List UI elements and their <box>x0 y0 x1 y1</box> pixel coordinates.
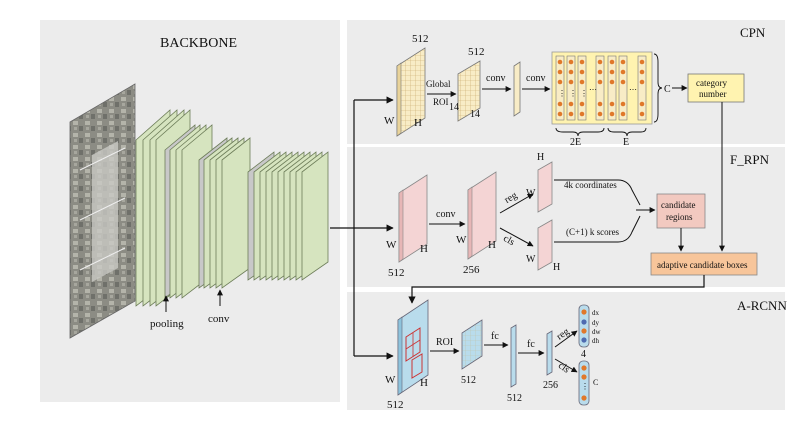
category-number-box <box>687 73 745 103</box>
dx-label: dx <box>592 309 600 317</box>
frpn-h1: H <box>420 243 428 255</box>
backbone-conv-label: conv <box>208 313 230 325</box>
frpn-reg-map <box>537 161 553 213</box>
cpn-conv-label-1: conv <box>486 73 505 84</box>
cpn-title: CPN <box>740 25 766 40</box>
dh-label: dh <box>592 337 600 345</box>
frpn-feature-map-2 <box>467 171 497 260</box>
frpn-dim-512: 512 <box>388 267 405 279</box>
category-label-2: number <box>699 89 727 99</box>
frpn-h3: H <box>537 152 544 163</box>
arcnn-roi-label: ROI <box>436 337 453 348</box>
cpn-roi-map <box>457 60 481 122</box>
arcnn-dim-256: 256 <box>543 380 558 391</box>
arcnn-cls-arrow <box>554 358 578 373</box>
frpn-dim-256: 256 <box>463 264 480 276</box>
frpn-reg-arrow <box>499 193 534 214</box>
frpn-h4: H <box>553 262 560 273</box>
arcnn-h: H <box>420 377 428 389</box>
frpn-w4: W <box>526 254 536 265</box>
adaptive-to-arcnn-arrow <box>408 275 705 304</box>
frpn-feature-map-1 <box>398 174 428 263</box>
arcnn-roi-map <box>461 319 483 370</box>
frpn-cls-arrow <box>499 227 534 247</box>
svg-text:⋮: ⋮ <box>581 382 589 391</box>
backbone-layers <box>135 109 329 307</box>
coords-label: 4k coordinates <box>564 180 617 190</box>
cpn-h-label: H <box>414 117 422 129</box>
frpn-conv-label: conv <box>436 209 455 220</box>
label-e: E <box>623 137 629 148</box>
cpn-feature-map <box>396 47 426 137</box>
cpn-dim-512-a: 512 <box>412 33 429 45</box>
candidate-label-1: candidate <box>661 200 695 210</box>
dw-label: dw <box>592 328 602 336</box>
category-label-1: category <box>696 78 727 88</box>
global-roi-label-2: ROI <box>433 97 449 107</box>
satellite-image <box>69 83 136 339</box>
cpn-conv-label-2: conv <box>526 73 545 84</box>
frpn-h2: H <box>488 239 496 251</box>
arcnn-dim-512-b: 512 <box>461 375 476 386</box>
svg-text:⋮: ⋮ <box>569 89 577 98</box>
c-out-label: C <box>593 378 598 387</box>
arcnn-fc-label-1: fc <box>491 331 499 342</box>
candidate-label-2: regions <box>666 212 693 222</box>
global-roi-label-1: Global <box>426 79 451 89</box>
frpn-w1: W <box>386 239 397 251</box>
merge-line <box>554 179 641 243</box>
arcnn-fc-2 <box>546 330 553 376</box>
svg-text:⋯: ⋯ <box>629 85 637 94</box>
svg-text:⋯: ⋯ <box>589 85 597 94</box>
svg-text:⋮: ⋮ <box>558 89 566 98</box>
c-label: C <box>664 84 671 95</box>
brace-c <box>653 53 663 123</box>
adaptive-label: adaptive candidate boxes <box>657 260 748 270</box>
frpn-w3: W <box>526 188 536 199</box>
backbone-title: BACKBONE <box>160 36 237 51</box>
brace-2e <box>555 127 605 137</box>
arcnn-fc-1 <box>510 324 517 388</box>
scores-label: (C+1) k scores <box>566 227 620 237</box>
arcnn-reg-arrow <box>554 330 578 348</box>
cpn-dim-14-b: 14 <box>470 109 480 120</box>
cpn-w-label: W <box>384 115 395 127</box>
frpn-cls-label: cls <box>501 233 516 248</box>
frpn-w2: W <box>456 234 467 246</box>
arcnn-dim-512-c: 512 <box>507 393 522 404</box>
four-label: 4 <box>581 349 586 360</box>
reg-output-vector <box>578 304 590 348</box>
dy-label: dy <box>592 319 600 327</box>
arcnn-cls-label: cls <box>556 360 571 375</box>
arcnn-title: A-RCNN <box>737 298 787 313</box>
brace-e <box>607 127 647 137</box>
svg-text:⋮: ⋮ <box>580 89 588 98</box>
label-2e: 2E <box>570 137 581 148</box>
pooling-label: pooling <box>150 318 184 330</box>
candidate-regions-box <box>656 193 706 229</box>
arcnn-fc-label-2: fc <box>527 339 535 350</box>
arcnn-feature-map <box>397 299 429 396</box>
frpn-title: F_RPN <box>730 152 770 167</box>
cls-output-vector: ⋮ <box>578 360 590 406</box>
cpn-output-grid: ⋯ ⋯ ⋮⋮⋮ <box>551 51 653 125</box>
arcnn-dim-512-a: 512 <box>387 399 404 411</box>
frpn-cls-map <box>537 219 553 271</box>
cpn-dim-512-b: 512 <box>468 46 485 58</box>
cpn-dim-14-a: 14 <box>449 102 459 113</box>
cpn-conv-slice <box>513 61 521 117</box>
arcnn-w: W <box>385 374 396 386</box>
